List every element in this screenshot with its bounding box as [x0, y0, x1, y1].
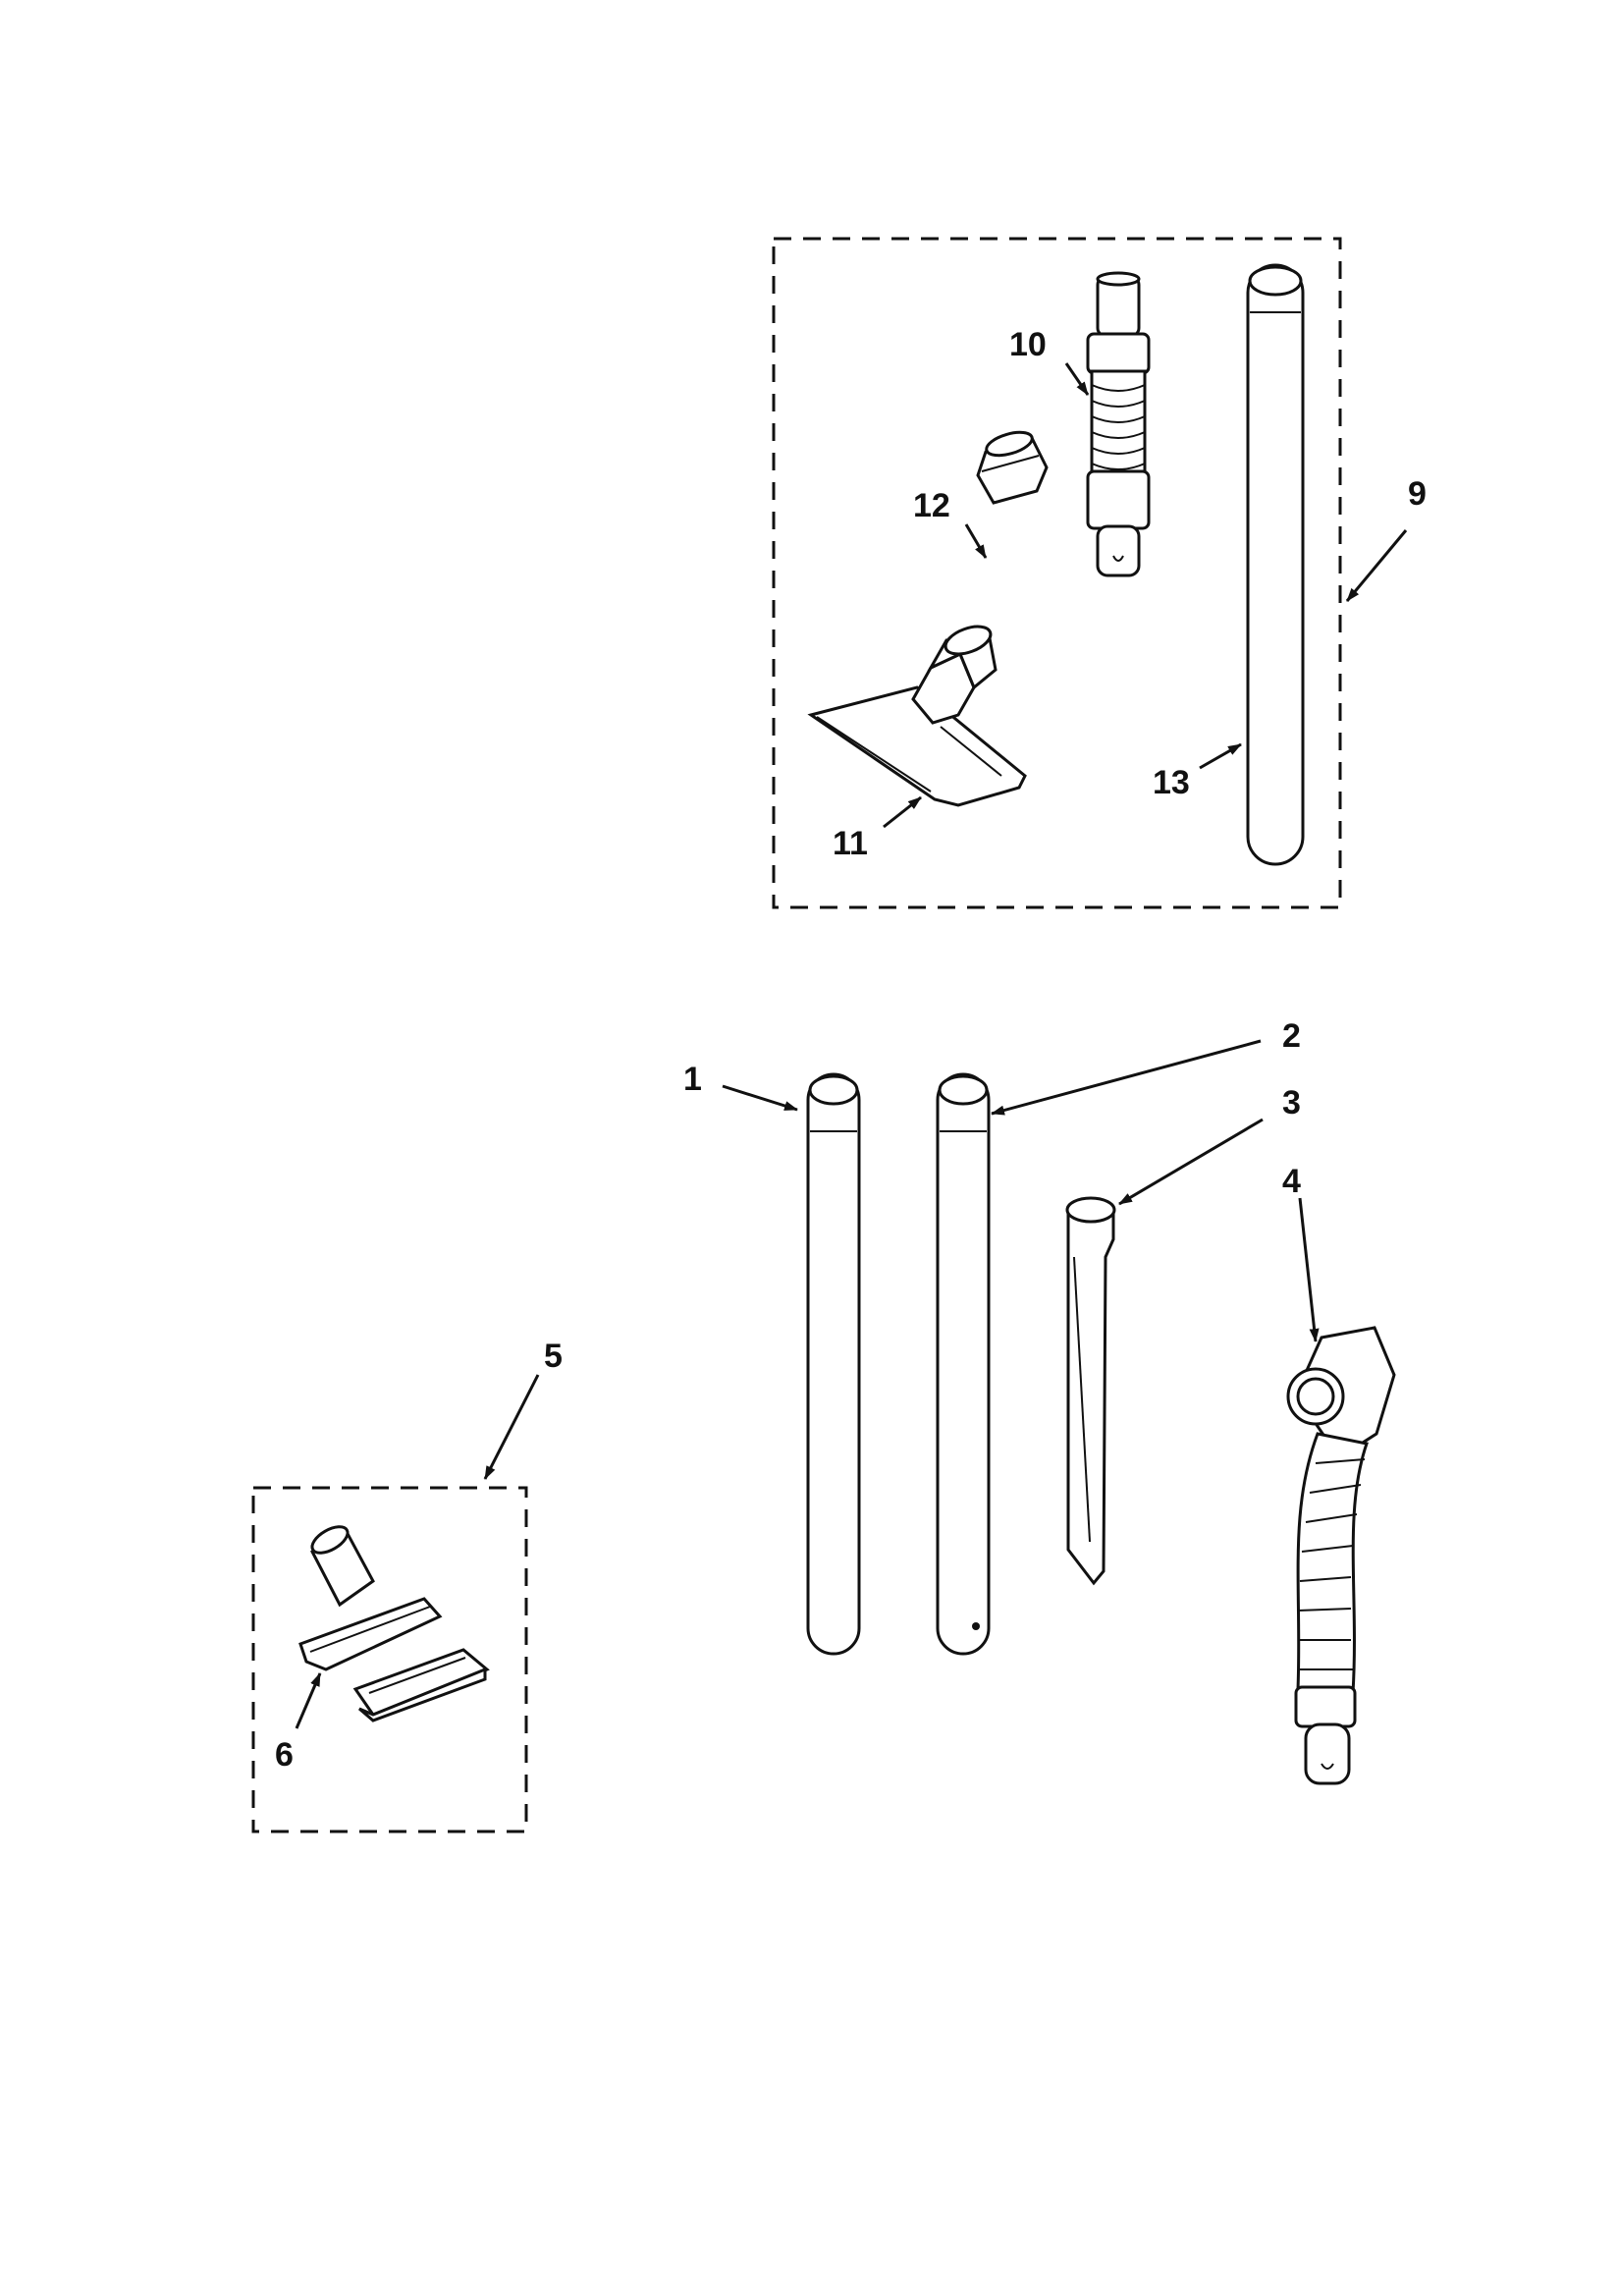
- part-10-flex-hose[interactable]: [1086, 271, 1151, 577]
- part-2-wand[interactable]: [936, 1072, 991, 1656]
- callout-3: 3: [1282, 1084, 1301, 1121]
- part-3-crevice-tool[interactable]: [1065, 1196, 1116, 1586]
- callout-11: 11: [833, 825, 868, 862]
- callout-4-arrow: [1298, 1197, 1320, 1342]
- callout-2-arrow: [991, 1039, 1262, 1116]
- callout-12-arrow: [964, 523, 988, 559]
- part-12-adapter[interactable]: [976, 428, 1049, 505]
- callout-9: 9: [1408, 475, 1427, 513]
- part-6-upholstery-tool[interactable]: [298, 1521, 443, 1671]
- callout-1: 1: [683, 1061, 702, 1098]
- callout-1-arrow: [722, 1084, 798, 1112]
- callout-6: 6: [275, 1736, 294, 1774]
- callout-3-arrow: [1118, 1118, 1264, 1206]
- callout-4: 4: [1282, 1163, 1301, 1200]
- kit-9-box: [772, 237, 1342, 909]
- part-1-wand[interactable]: [806, 1072, 861, 1656]
- part-4-hose[interactable]: [1286, 1326, 1396, 1785]
- part-13-wand[interactable]: [1246, 263, 1305, 866]
- callout-10: 10: [1009, 326, 1047, 363]
- part-11-floor-tool[interactable]: [807, 622, 1027, 807]
- callout-6-arrow: [295, 1672, 322, 1729]
- callout-13: 13: [1153, 764, 1190, 801]
- callout-11-arrow: [883, 795, 922, 829]
- callout-2: 2: [1282, 1017, 1301, 1055]
- callout-10-arrow: [1064, 362, 1090, 396]
- callout-5-arrow: [483, 1374, 540, 1480]
- callout-5: 5: [544, 1338, 563, 1375]
- callout-13-arrow: [1199, 742, 1242, 770]
- dusting-brush[interactable]: [352, 1648, 490, 1722]
- callout-9-arrow: [1345, 529, 1408, 602]
- callout-12: 12: [913, 487, 950, 524]
- kit-5-box: [251, 1486, 528, 1833]
